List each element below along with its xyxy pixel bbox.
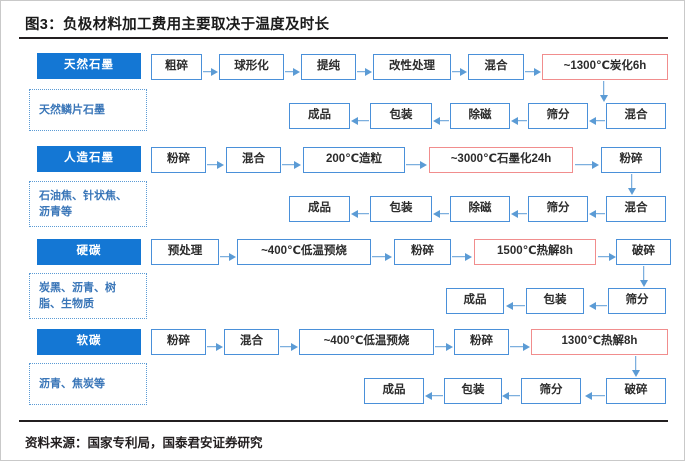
step-r3-c5: 破碎	[616, 239, 671, 265]
arrow-right-icon	[207, 342, 223, 351]
arrow-down-icon	[631, 356, 640, 377]
step-r2-c5: 粉碎	[601, 147, 661, 173]
step-r1-c4: 改性处理	[373, 54, 451, 80]
arrow-left-icon	[433, 116, 449, 125]
step-r2-c3: 200℃造粒	[303, 147, 405, 173]
step-r2-b1: 成品	[289, 196, 350, 222]
arrow-right-icon	[203, 67, 218, 76]
arrow-left-icon	[506, 301, 525, 310]
arrow-right-icon	[575, 160, 599, 169]
step-r2-c2: 混合	[226, 147, 281, 173]
step-r4-c2: 混合	[224, 329, 279, 355]
arrow-left-icon	[589, 301, 607, 310]
arrow-left-icon	[589, 209, 605, 218]
step-r4-c4: 粉碎	[454, 329, 509, 355]
category-feedstock-hard-carbon: 炭黑、沥青、树脂、生物质	[29, 273, 147, 319]
category-feedstock-natural-graphite: 天然鳞片石墨	[29, 89, 147, 131]
step-r1-hot: ~1300℃炭化6h	[542, 54, 668, 80]
step-r4-b2: 包装	[444, 378, 502, 404]
arrow-left-icon	[511, 116, 527, 125]
arrow-right-icon	[282, 160, 301, 169]
step-r3-b3: 筛分	[608, 288, 666, 314]
step-r2-b5: 混合	[606, 196, 666, 222]
step-r4-b4: 破碎	[606, 378, 666, 404]
step-r4-b1: 成品	[364, 378, 424, 404]
step-r4-b3: 筛分	[521, 378, 581, 404]
source-note: 资料来源：国家专利局，国泰君安证券研究	[25, 436, 263, 450]
arrow-right-icon	[525, 67, 541, 76]
arrow-down-icon	[627, 174, 636, 195]
step-r4-hot: 1300℃热解8h	[531, 329, 668, 355]
step-r1-c5: 混合	[468, 54, 524, 80]
category-label-artificial-graphite: 人造石墨	[37, 146, 141, 172]
step-r1-b2: 包装	[370, 103, 432, 129]
arrow-down-icon	[599, 81, 608, 102]
arrow-right-icon	[452, 252, 472, 261]
step-r1-b1: 成品	[289, 103, 350, 129]
step-r4-c1: 粉碎	[151, 329, 206, 355]
step-r3-b1: 成品	[446, 288, 504, 314]
step-r1-c1: 粗碎	[151, 54, 202, 80]
step-r1-b4: 筛分	[528, 103, 588, 129]
arrow-down-icon	[639, 266, 648, 287]
step-r3-hot: 1500℃热解8h	[474, 239, 596, 265]
top-divider	[19, 37, 668, 39]
arrow-right-icon	[285, 67, 300, 76]
step-r2-c1: 粉碎	[151, 147, 206, 173]
step-r1-c3: 提纯	[301, 54, 356, 80]
arrow-right-icon	[510, 342, 530, 351]
arrow-left-icon	[585, 391, 605, 400]
step-r3-b2: 包装	[526, 288, 584, 314]
arrow-left-icon	[351, 116, 369, 125]
arrow-right-icon	[452, 67, 467, 76]
arrow-right-icon	[406, 160, 427, 169]
category-label-hard-carbon: 硬碳	[37, 239, 141, 265]
arrow-left-icon	[425, 391, 443, 400]
category-label-natural-graphite: 天然石墨	[37, 53, 141, 79]
arrow-right-icon	[357, 67, 372, 76]
step-r1-b3: 除磁	[450, 103, 510, 129]
step-r2-b4: 筛分	[528, 196, 588, 222]
arrow-left-icon	[502, 391, 520, 400]
arrow-right-icon	[372, 252, 392, 261]
category-feedstock-soft-carbon: 沥青、焦炭等	[29, 363, 147, 405]
step-r3-c3: 粉碎	[394, 239, 451, 265]
arrow-left-icon	[351, 209, 369, 218]
arrow-right-icon	[598, 252, 616, 261]
step-r3-c1: 预处理	[151, 239, 219, 265]
step-r1-b5: 混合	[606, 103, 666, 129]
arrow-right-icon	[435, 342, 453, 351]
arrow-right-icon	[207, 160, 224, 169]
arrow-right-icon	[280, 342, 298, 351]
bottom-divider	[19, 420, 668, 422]
step-r3-c2: ~400℃低温预烧	[237, 239, 371, 265]
arrow-left-icon	[433, 209, 449, 218]
step-r2-b2: 包装	[370, 196, 432, 222]
category-label-soft-carbon: 软碳	[37, 329, 141, 355]
figure-title: 图3：负极材料加工费用主要取决于温度及时长	[25, 17, 330, 33]
step-r2-hot: ~3000℃石墨化24h	[429, 147, 573, 173]
arrow-left-icon	[589, 116, 605, 125]
step-r4-c3: ~400℃低温预烧	[299, 329, 434, 355]
category-feedstock-artificial-graphite: 石油焦、针状焦、沥青等	[29, 181, 147, 227]
step-r1-c2: 球形化	[219, 54, 284, 80]
step-r2-b3: 除磁	[450, 196, 510, 222]
arrow-left-icon	[511, 209, 527, 218]
arrow-right-icon	[220, 252, 236, 261]
